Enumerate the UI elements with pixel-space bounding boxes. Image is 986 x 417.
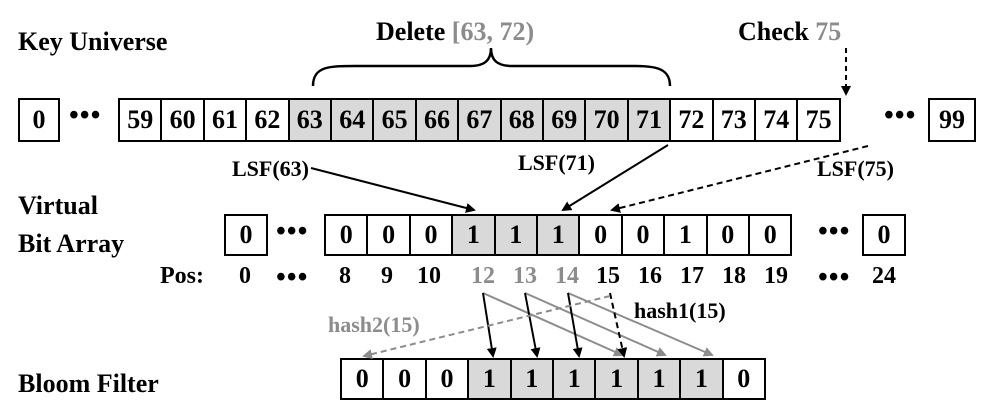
pos-label: Pos: [160,263,204,289]
key-cell-75: 75 [796,98,841,142]
lsf-75-label: LSF(75) [817,156,894,181]
hash-arrow-black-13 [524,292,541,358]
key-universe-first-cell: 0 [18,98,60,142]
key-cell-61: 61 [202,98,248,142]
pos-17: 17 [680,263,704,289]
pos-ellipsis-right: ••• [818,262,851,293]
key-cell-60: 60 [160,98,205,142]
vba-cell-0: 0 [324,214,369,256]
key-cell-71: 71 [626,98,672,142]
key-cell-67: 67 [457,98,502,142]
key-universe-ellipsis-left: ••• [69,100,102,131]
key-cell-65: 65 [372,98,417,142]
virtual-bit-array-label-line1: Virtual [18,191,98,220]
bloom-cell-6: 1 [594,358,639,400]
pos-15: 15 [596,263,620,289]
bloom-cell-9: 0 [721,358,766,400]
pos-12: 12 [471,263,495,289]
vba-cell-3: 1 [451,214,496,256]
key-cell-74: 74 [754,98,799,142]
hash2-label: hash2(15) [328,312,420,337]
delete-brace [311,47,672,87]
bloom-cell-8: 1 [679,358,724,400]
check-value: 75 [815,17,842,46]
pos-18: 18 [722,263,746,289]
vba-cell-2: 0 [408,214,454,256]
vba-ellipsis-left: ••• [276,216,309,247]
pos-8: 8 [339,263,351,289]
pos-10: 10 [417,263,441,289]
check-annotation: Check 75 [738,17,841,47]
key-cell-63: 63 [287,98,332,142]
bloom-cell-1: 0 [382,358,427,400]
vba-last-cell: 0 [862,214,906,256]
vba-ellipsis-right: ••• [818,216,851,247]
bloom-cell-7: 1 [636,358,682,400]
hash-arrow-black-12 [482,292,497,358]
pos-13: 13 [513,263,537,289]
pos-14: 14 [555,263,579,289]
key-cell-73: 73 [711,98,756,142]
key-cell-62: 62 [245,98,290,142]
pos-24: 24 [872,263,896,289]
bloom-cell-5: 1 [552,358,597,400]
hash-arrow-gray-12 [482,292,624,357]
key-cell-72: 72 [669,98,714,142]
hash2-15-arrow [362,295,611,359]
delete-annotation: Delete [63, 72) [376,17,534,47]
lsf-63-label: LSF(63) [232,156,309,181]
hash-arrow-black-14 [567,292,583,358]
delete-text: Delete [376,17,446,46]
key-universe-label: Key Universe [18,27,168,56]
hash-arrow-gray-14 [567,292,714,357]
vba-cell-6: 0 [578,214,623,256]
pos-0: 0 [239,263,251,289]
lsf-71-label: LSF(71) [518,150,595,175]
pos-9: 9 [381,263,393,289]
key-universe-last-cell: 99 [928,98,976,142]
key-universe-ellipsis-right: ••• [884,100,917,131]
pos-ellipsis-left: ••• [276,262,309,293]
vba-first-cell: 0 [224,214,268,256]
virtual-bit-array-label-line2: Bit Array [18,229,125,258]
bloom-cell-0: 0 [340,358,385,400]
vba-cell-10: 0 [748,214,793,256]
lsf-75-arrow [610,145,869,213]
delete-range: [63, 72) [451,17,535,46]
lsf-71-arrow [561,144,669,212]
check-text: Check [738,17,809,46]
vba-cell-5: 1 [536,214,581,256]
hash1-15-arrow [609,292,628,358]
bloom-filter-label: Bloom Filter [18,369,159,398]
key-cell-64: 64 [330,98,375,142]
key-cell-66: 66 [414,98,460,142]
lsf-63-arrow [310,167,476,213]
key-cell-69: 69 [542,98,587,142]
bloom-cell-4: 1 [509,358,554,400]
vba-cell-7: 0 [620,214,666,256]
hash1-label: hash1(15) [634,298,726,323]
key-cell-68: 68 [499,98,544,142]
pos-16: 16 [638,263,662,289]
pos-19: 19 [764,263,788,289]
hash-arrow-gray-13 [524,292,667,357]
